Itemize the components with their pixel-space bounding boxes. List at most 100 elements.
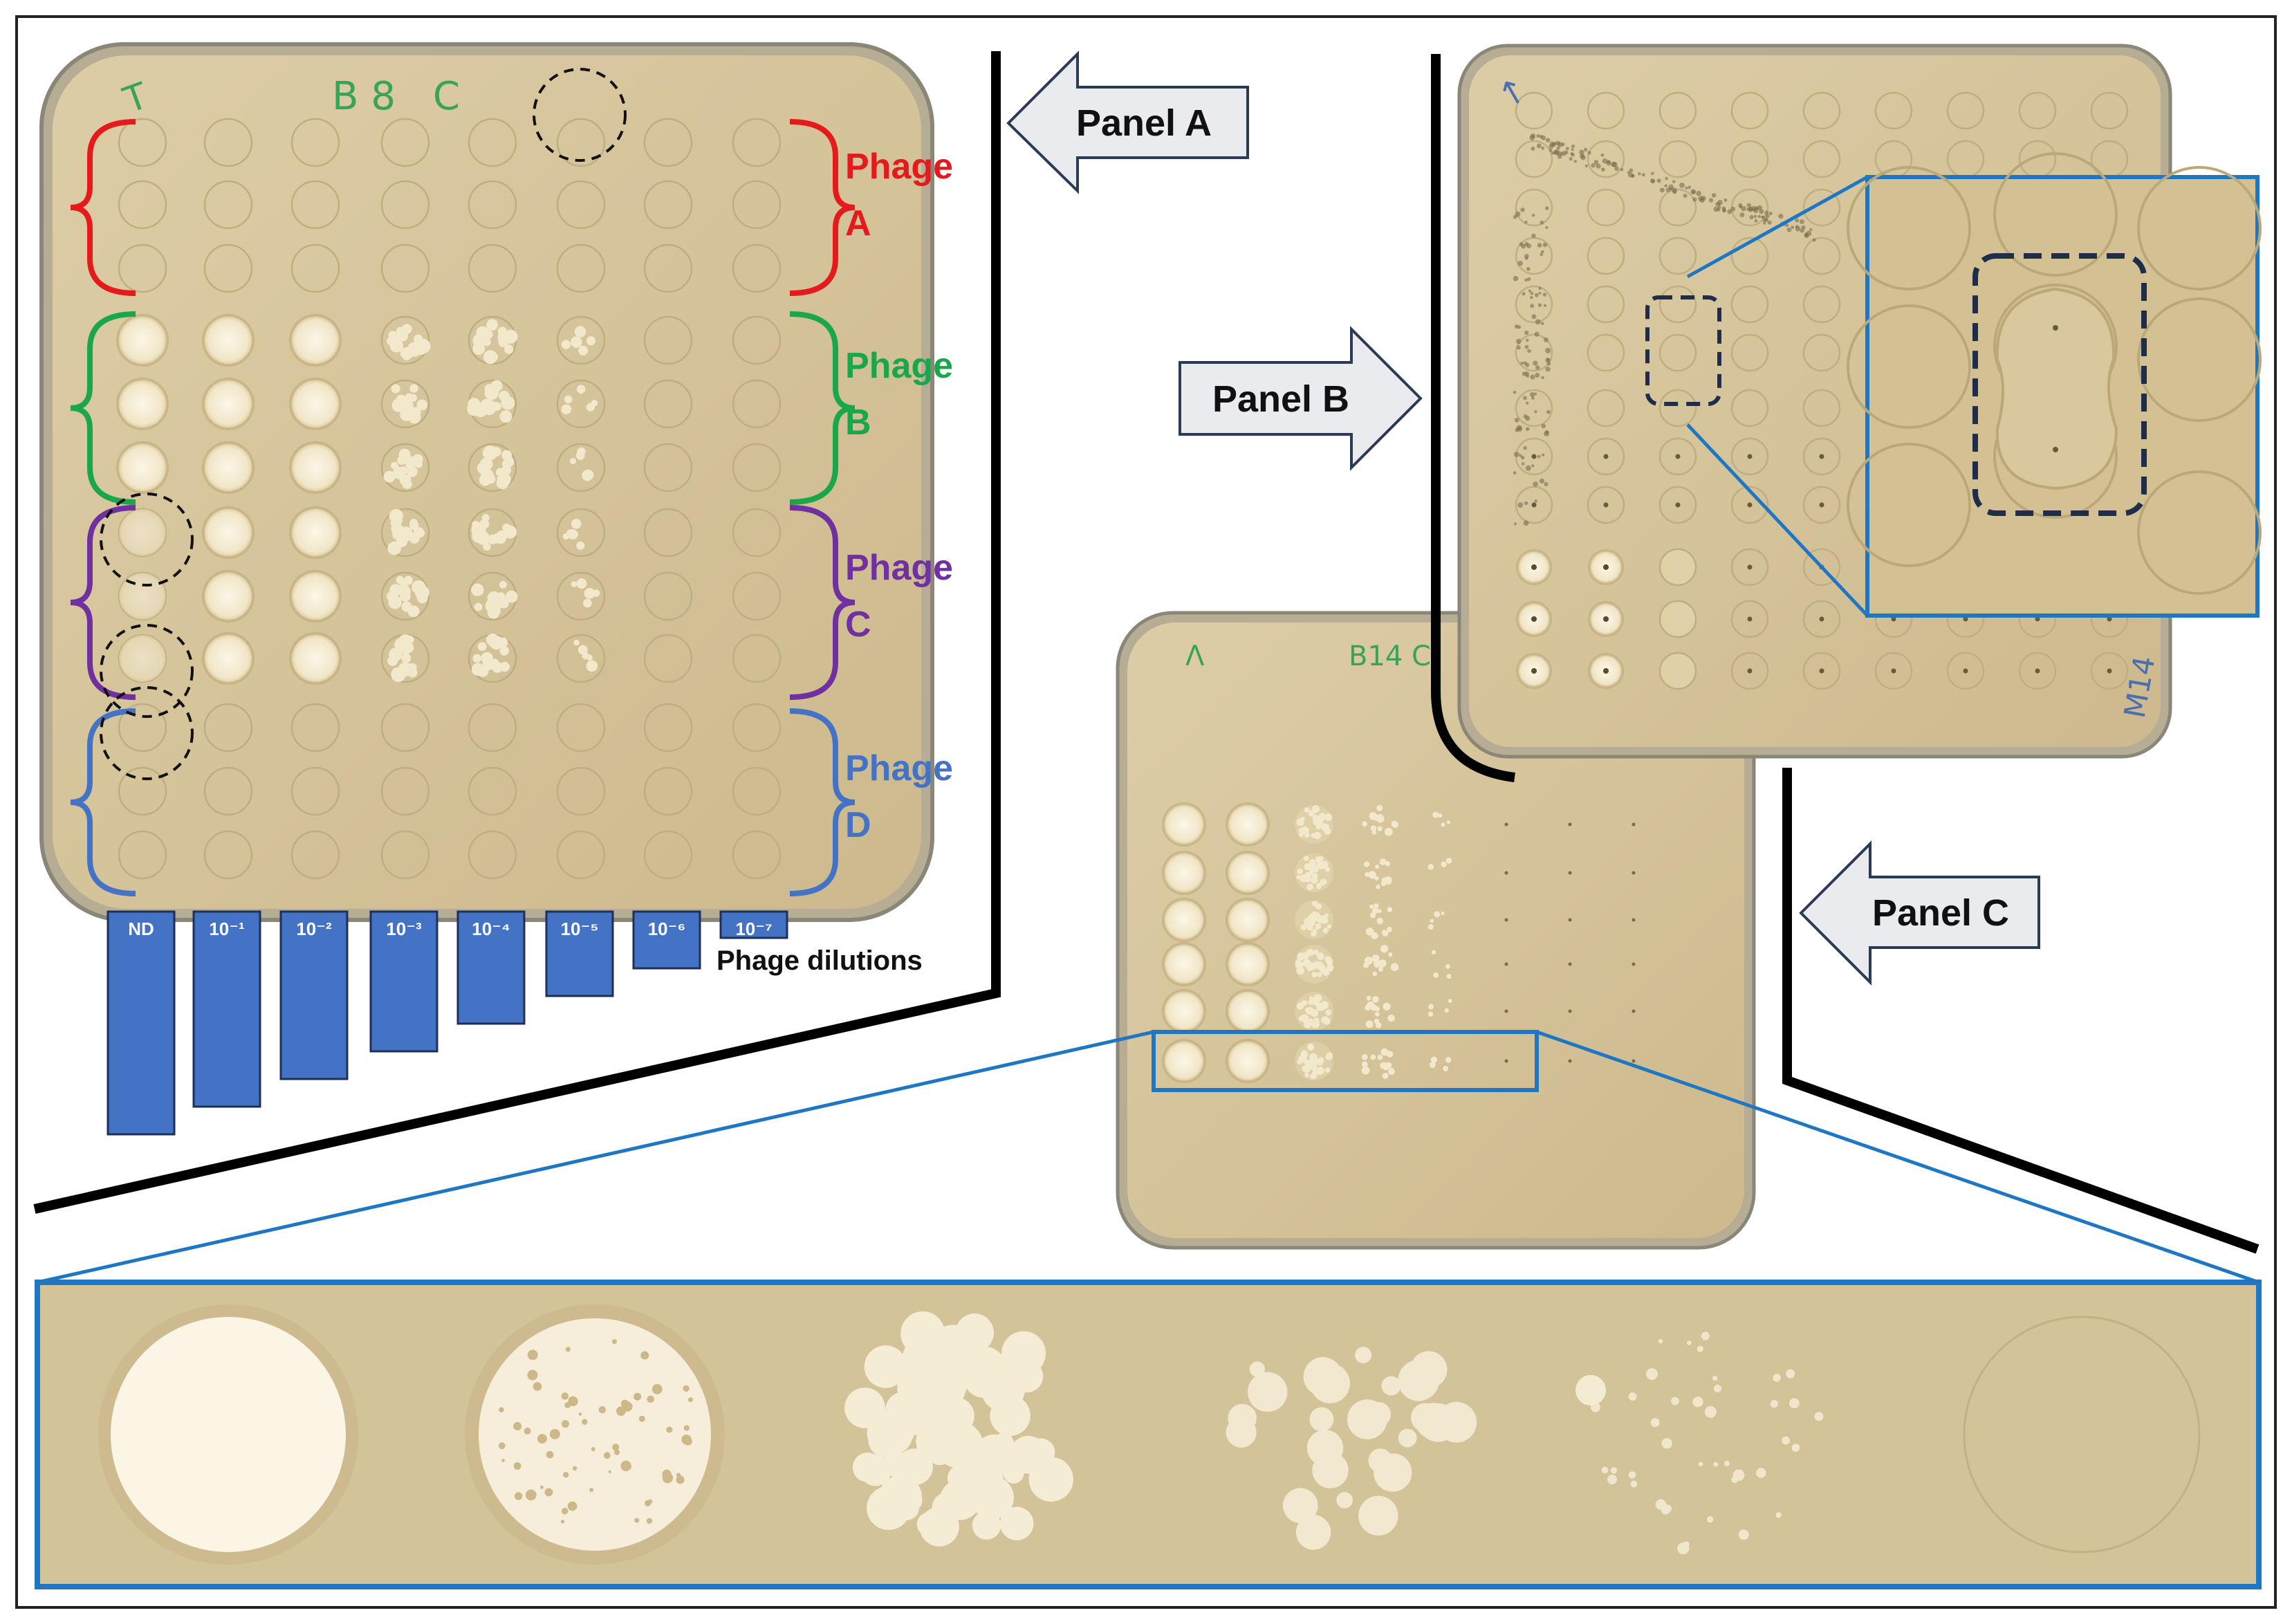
- speck: [1665, 187, 1671, 193]
- strip-speck: [537, 1434, 547, 1444]
- speck: [1596, 163, 1601, 169]
- speck: [1530, 133, 1536, 139]
- strip-cluster: [1309, 1407, 1334, 1432]
- dilution-bar: [192, 910, 261, 1108]
- strip-cluster: [932, 1492, 963, 1524]
- plaque-cluster: [582, 470, 593, 481]
- speck: [1534, 392, 1537, 396]
- strip-empty-ring: [1963, 1316, 2201, 1553]
- spot-ring: [643, 634, 693, 683]
- speck: [1526, 243, 1531, 248]
- spot-ring: [643, 315, 693, 365]
- spot-ring: [380, 703, 430, 753]
- speck: [1730, 206, 1736, 212]
- colony-dot: [2035, 616, 2040, 622]
- panel-a-divider: [33, 51, 1001, 1214]
- speck: [1543, 337, 1549, 342]
- phage-label-name: Phage: [845, 548, 953, 588]
- plaque-cluster: [480, 457, 493, 471]
- speck: [1513, 275, 1519, 282]
- colony-dot: [2053, 447, 2058, 452]
- spot-ring: [468, 830, 517, 880]
- colony-dot: [1632, 822, 1636, 827]
- plaque-clear: [1228, 945, 1267, 984]
- plaque-cluster: [483, 350, 497, 365]
- speck: [1611, 161, 1616, 167]
- phage-label-letter: B: [845, 403, 871, 443]
- speck: [1679, 183, 1685, 188]
- plaque-cluster: [1376, 804, 1383, 811]
- colony-dot: [1963, 668, 1968, 674]
- speck: [1672, 190, 1677, 194]
- strip-speck: [1786, 1369, 1795, 1378]
- plaque-cluster: [1443, 1065, 1449, 1071]
- plaque-cluster: [1298, 1015, 1304, 1022]
- colony-dot: [1675, 502, 1681, 508]
- plaque-cluster: [407, 605, 420, 618]
- speck: [1526, 267, 1531, 271]
- plaque-cluster: [1383, 1064, 1389, 1071]
- plaque-cluster: [573, 639, 580, 646]
- speck: [1530, 374, 1535, 380]
- speck: [1535, 319, 1541, 325]
- plaque-cluster: [491, 447, 501, 457]
- strip-speck: [1701, 1331, 1710, 1340]
- plaque-cluster: [1324, 956, 1332, 963]
- plaque-cluster: [1385, 827, 1393, 836]
- speck: [1723, 198, 1728, 202]
- speck: [1641, 173, 1645, 177]
- speck: [1539, 478, 1545, 484]
- plaque-clear: [292, 317, 339, 364]
- speck: [1531, 464, 1535, 468]
- inset-spot-ring: [1847, 304, 1971, 429]
- speck: [1665, 176, 1668, 181]
- plaque-cluster: [1315, 912, 1320, 918]
- strip-cluster: [1028, 1457, 1073, 1502]
- plaque-cluster: [1441, 911, 1445, 916]
- spot-ring: [1802, 140, 1841, 178]
- spot-ring: [1730, 437, 1769, 476]
- speck: [1546, 358, 1550, 362]
- plaque-cluster: [1324, 1067, 1331, 1073]
- strip-speck: [525, 1489, 537, 1501]
- strip-speck: [1791, 1443, 1800, 1452]
- plaque-cluster: [1438, 813, 1443, 818]
- panel-c-plate-note: B14 C: [1349, 640, 1431, 672]
- strip-speck: [1686, 1340, 1692, 1346]
- colony-dot: [1632, 918, 1636, 922]
- speck: [1513, 471, 1517, 475]
- colony-dot: [1632, 871, 1636, 875]
- plaque-cluster: [561, 404, 572, 415]
- colony-dot: [1747, 502, 1753, 508]
- plaque-cluster: [1431, 950, 1436, 954]
- spot-ring: [1658, 389, 1697, 427]
- dilution-bar: [107, 910, 176, 1136]
- speck: [1669, 187, 1672, 191]
- speck: [1696, 190, 1701, 196]
- panel-a-arrow: Panel A: [1006, 50, 1249, 194]
- spot-ring: [643, 830, 693, 880]
- plaque-cluster: [1304, 1072, 1309, 1078]
- speck: [1571, 152, 1575, 157]
- spot-ring: [1515, 91, 1553, 130]
- spot-ring: [1730, 548, 1769, 587]
- figure-border: [15, 15, 2277, 1609]
- spot-ring: [732, 443, 782, 492]
- spot-ring: [643, 703, 693, 753]
- plaque-cluster: [391, 667, 406, 683]
- plaque-cluster: [383, 470, 396, 483]
- speck: [1541, 146, 1545, 150]
- strip-speck: [1731, 1476, 1738, 1484]
- speck: [1531, 314, 1537, 320]
- spot-ring: [2090, 91, 2129, 130]
- colony-dot: [1504, 822, 1508, 827]
- spot-ring: [1658, 548, 1697, 587]
- plaque-cluster: [1309, 1058, 1315, 1062]
- plaque-clear: [205, 317, 252, 364]
- strip-cluster: [1248, 1372, 1288, 1412]
- plaque-cluster: [1371, 907, 1379, 914]
- speck: [1540, 220, 1544, 225]
- speck: [1520, 361, 1524, 365]
- strip-speck: [578, 1412, 582, 1416]
